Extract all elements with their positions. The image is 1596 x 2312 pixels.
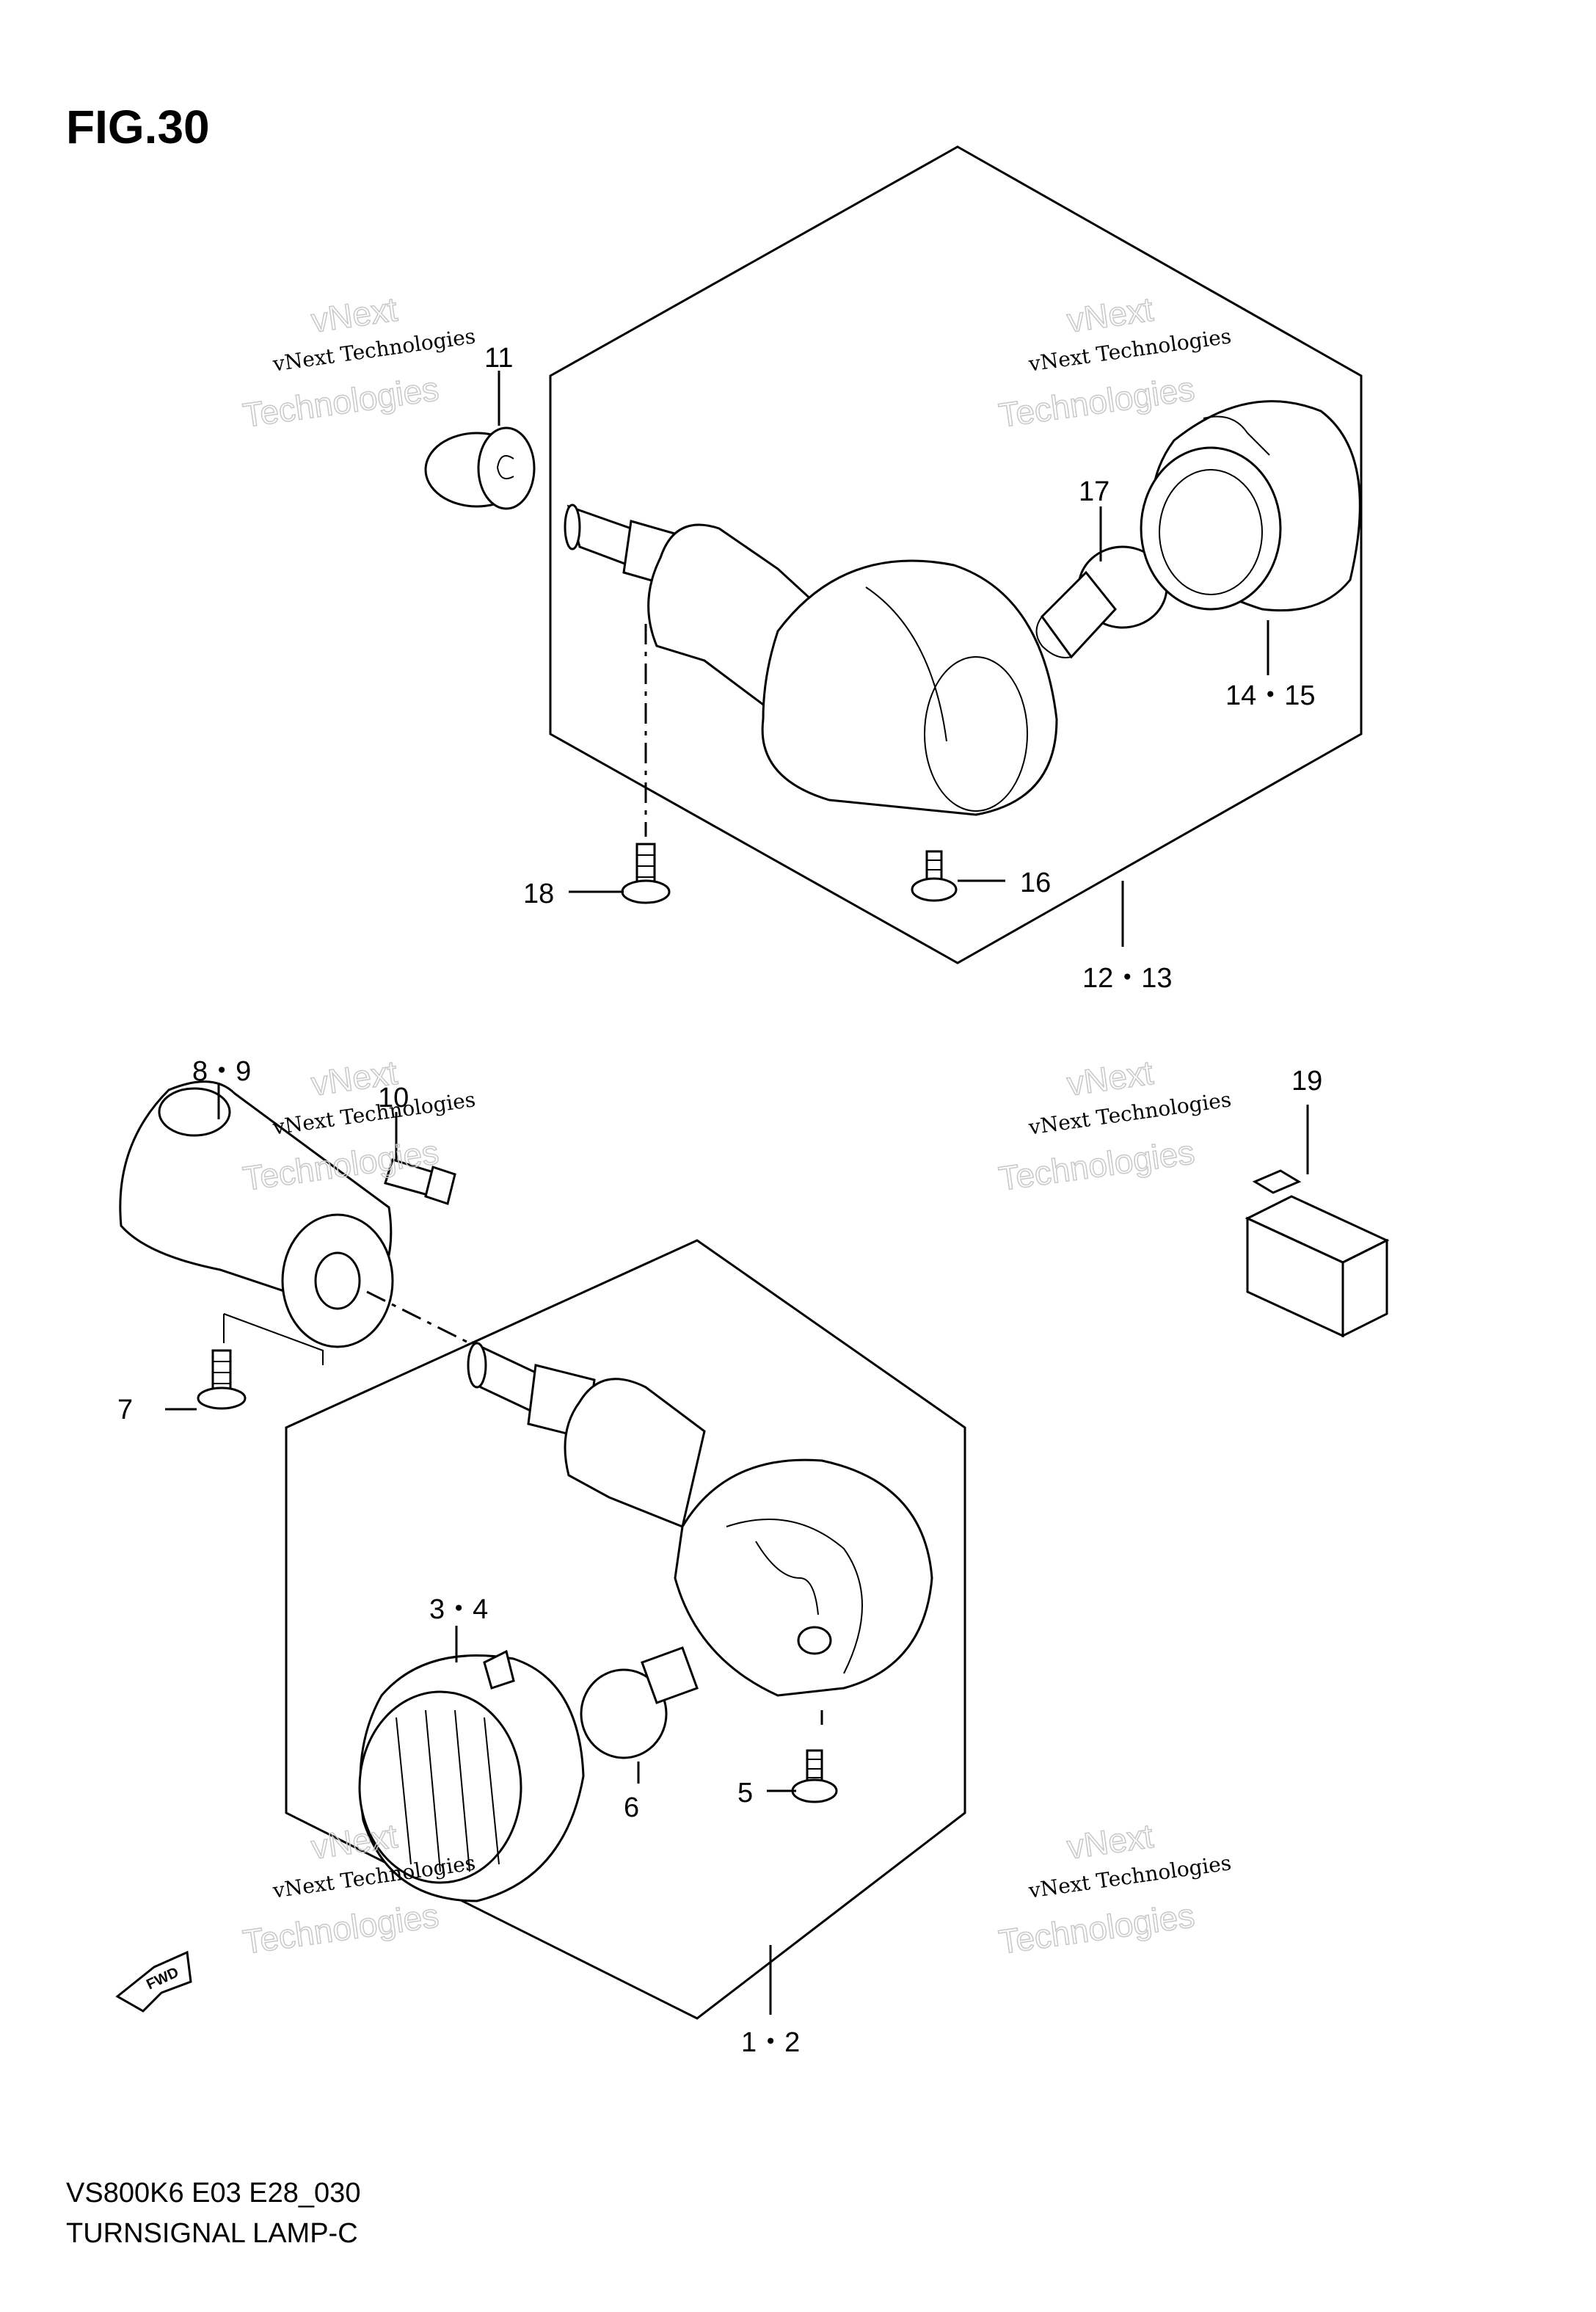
svg-text:vNext: vNext <box>1065 290 1156 340</box>
model-code: VS800K6 E03 E28_030 <box>66 2178 360 2209</box>
svg-text:Technologies: Technologies <box>241 1896 441 1961</box>
callout-16: 16 <box>1020 868 1051 898</box>
bolt-10 <box>384 1158 456 1205</box>
svg-text:vNext Technologies: vNext Technologies <box>1027 324 1233 377</box>
mounting-bracket <box>119 1080 394 1348</box>
callout-8-9: 8・9 <box>192 1056 251 1087</box>
svg-text:Technologies: Technologies <box>241 369 441 435</box>
screw-16 <box>911 850 958 902</box>
callout-3-4: 3・4 <box>429 1594 488 1625</box>
fwd-label: FWD <box>144 1964 181 1993</box>
turn-signal-body <box>564 504 1058 816</box>
upper-assembly-boundary <box>549 145 1363 964</box>
watermark-bottom-right: vNext vNext Technologies Technologies <box>996 1816 1233 1962</box>
screw-18 <box>621 843 671 904</box>
screw-7 <box>197 1349 247 1410</box>
lower-assembly-boundary <box>285 1239 966 2020</box>
svg-text:vNext Technologies: vNext Technologies <box>1027 1087 1233 1140</box>
lower-turn-signal-body <box>467 1341 933 1697</box>
svg-text:vNext Technologies: vNext Technologies <box>271 1087 477 1140</box>
watermark-top-right: vNext vNext Technologies Technologies <box>996 289 1233 435</box>
svg-text:Technologies: Technologies <box>996 1896 1197 1961</box>
screw-5 <box>791 1749 838 1803</box>
grommet-part <box>424 426 536 510</box>
callout-6: 6 <box>624 1792 639 1823</box>
svg-text:Technologies: Technologies <box>996 1133 1197 1198</box>
upper-assembly <box>424 145 1363 964</box>
callout-19: 19 <box>1291 1066 1322 1097</box>
svg-text:Technologies: Technologies <box>996 369 1197 435</box>
lower-assembly <box>119 1080 966 2020</box>
svg-text:vNext: vNext <box>1065 1817 1156 1866</box>
svg-text:vNext Technologies: vNext Technologies <box>1027 1850 1233 1903</box>
svg-text:vNext Technologies: vNext Technologies <box>271 324 477 377</box>
callout-1-2: 1・2 <box>741 2027 800 2058</box>
callout-11: 11 <box>484 343 513 374</box>
callout-14-15: 14・15 <box>1225 680 1316 711</box>
figure-title: FIG.30 <box>66 101 210 153</box>
callout-10: 10 <box>378 1083 409 1113</box>
watermark-mid-right: vNext vNext Technologies Technologies <box>996 1053 1233 1199</box>
lens-14-15 <box>1140 400 1361 612</box>
bulb-17 <box>1035 545 1168 659</box>
callout-18: 18 <box>523 879 554 909</box>
watermark-top-left: vNext vNext Technologies Technologies <box>240 289 477 435</box>
fwd-arrow-icon: FWD <box>115 1950 192 2013</box>
relay-19 <box>1245 1105 1390 1338</box>
callout-5: 5 <box>737 1778 753 1808</box>
figure-caption: TURNSIGNAL LAMP-C <box>66 2218 358 2249</box>
callout-17: 17 <box>1079 476 1109 507</box>
bulb-6 <box>580 1646 699 1759</box>
svg-text:vNext: vNext <box>309 290 400 340</box>
callout-7: 7 <box>117 1395 133 1425</box>
svg-text:vNext: vNext <box>1065 1053 1156 1103</box>
lens-3-4 <box>358 1649 585 1902</box>
callout-12-13: 12・13 <box>1082 963 1173 994</box>
